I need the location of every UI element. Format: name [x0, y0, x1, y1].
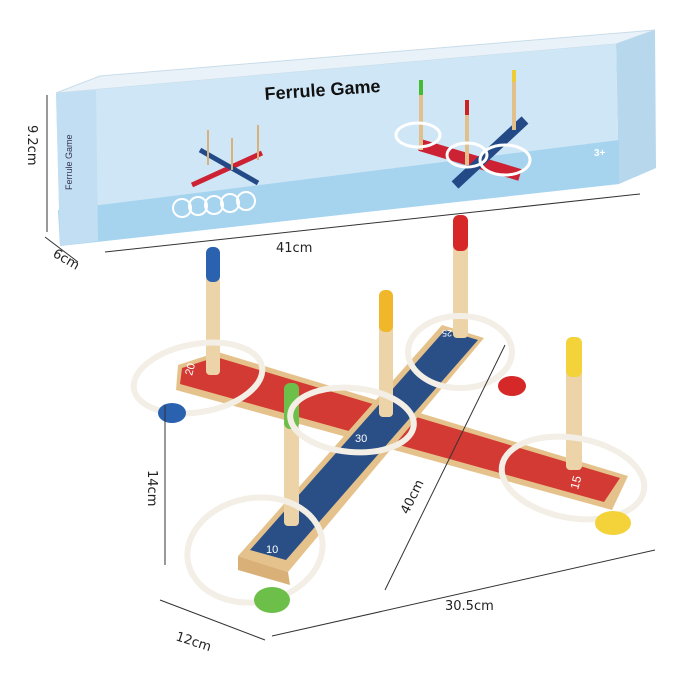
game-length-label: 40cm	[398, 477, 427, 516]
score-30: 30	[355, 433, 367, 445]
peg-yellow-right	[566, 337, 582, 470]
ring-toss-game: 20 30 10 15 25	[130, 215, 648, 613]
ring-green-joint	[254, 587, 290, 613]
score-15: 15	[567, 474, 584, 491]
ring-red-joint	[498, 376, 526, 396]
box-right-face	[616, 30, 656, 184]
ring-yellow-joint	[595, 511, 631, 535]
peg-blue	[206, 247, 220, 375]
box-dimensions: 9.2cm 6cm 41cm	[24, 95, 641, 274]
box-print-large-game	[394, 70, 532, 189]
ring-blue-joint	[158, 403, 186, 423]
game-box: Ferrule Game Ferrule Game 3+	[55, 29, 656, 246]
box-side-label: Ferrule Game	[64, 134, 74, 190]
game-height-label: 14cm	[144, 470, 159, 506]
box-print-small-game	[172, 125, 264, 218]
ring-red	[405, 313, 515, 391]
score-25: 25	[442, 328, 452, 338]
ring-yellow-right	[498, 433, 648, 523]
box-length-label: 41cm	[276, 241, 312, 256]
game-depth-label: 12cm	[174, 630, 213, 656]
score-10: 10	[266, 544, 278, 556]
peg-yellow	[379, 290, 393, 417]
box-side-panel	[56, 90, 98, 246]
game-width-label: 30.5cm	[445, 599, 494, 614]
blue-crossbar	[250, 330, 478, 560]
box-height-label: 9.2cm	[24, 125, 39, 166]
box-depth-label: 6cm	[50, 246, 82, 273]
ring-blue	[130, 339, 266, 417]
rope-rings	[130, 313, 648, 606]
age-badge: 3+	[594, 148, 606, 159]
ring-yellow	[287, 384, 417, 456]
peg-red	[453, 215, 468, 338]
score-20: 20	[183, 362, 198, 377]
